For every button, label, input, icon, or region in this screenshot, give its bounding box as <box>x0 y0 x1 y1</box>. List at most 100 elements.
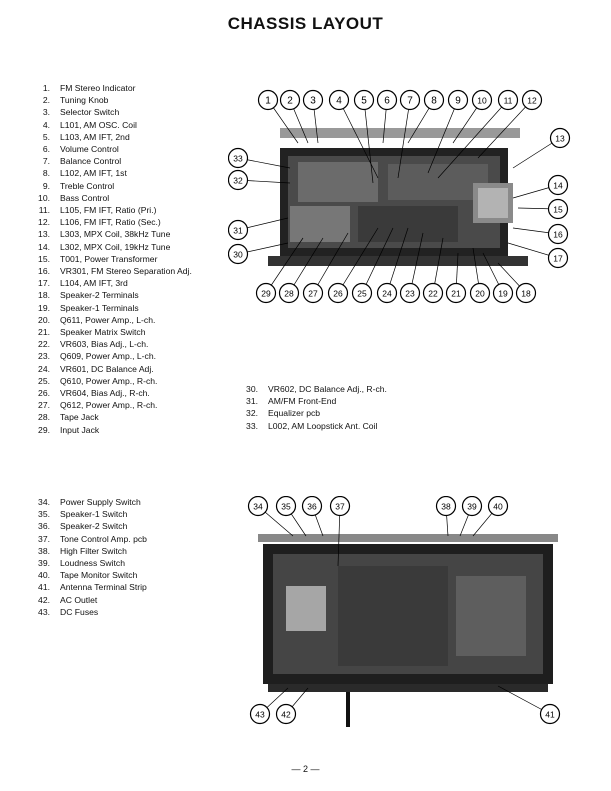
callout-circle <box>497 89 519 111</box>
callout-leader-line <box>338 99 379 179</box>
page-number: — 2 — <box>291 764 320 774</box>
parts-list-label: High Filter Switch <box>60 545 127 556</box>
callout-number: 35 <box>281 502 291 512</box>
callout-circle <box>275 496 297 517</box>
callout-circle <box>278 282 300 304</box>
parts-list-number: 3. <box>42 107 50 118</box>
parts-list-item: 29.Input Jack <box>28 424 192 436</box>
parts-list-label: T001, Power Transformer <box>60 253 158 264</box>
parts-list-item: 38.High Filter Switch <box>28 545 147 557</box>
parts-list-number: 11. <box>38 205 50 216</box>
parts-list-item: 22.VR603, Bias Adj., L-ch. <box>28 338 192 350</box>
callout-number: 3 <box>310 96 316 107</box>
parts-list-number: 37. <box>38 533 50 544</box>
parts-list-number: 27. <box>38 400 50 411</box>
parts-list-label: Treble Control <box>60 180 115 191</box>
parts-list-item: 1.FM Stereo Indicator <box>28 82 192 94</box>
parts-list-label: L104, AM IFT, 3rd <box>60 278 128 289</box>
parts-list-number: 28. <box>38 412 50 423</box>
parts-list-item: 14.L302, MPX Coil, 19kHz Tune <box>28 241 192 253</box>
parts-list-item: 36.Speaker-2 Switch <box>28 520 147 532</box>
parts-list-label: Equalizer pcb <box>268 408 321 419</box>
ac-cord-image <box>346 692 350 727</box>
parts-list-label: Q611, Power Amp., L-ch. <box>60 314 156 325</box>
parts-list-number: 13. <box>38 229 50 240</box>
callout-number: 4 <box>336 96 342 107</box>
parts-list-number: 22. <box>38 339 50 350</box>
parts-list-number: 15. <box>38 253 50 264</box>
callout-number: 33 <box>233 154 243 164</box>
parts-list-number: 18. <box>38 290 50 301</box>
callout-number: 11 <box>504 96 513 106</box>
parts-list-item: 15. T001, Power Transformer <box>28 253 192 265</box>
parts-list-item: 21.Speaker Matrix Switch <box>28 326 192 338</box>
parts-list-label: Selector Switch <box>60 107 120 118</box>
callout-number: 37 <box>335 502 345 512</box>
callout-leader-line <box>288 237 324 294</box>
parts-list-label: Speaker-1 Switch <box>60 509 128 520</box>
callout-circle <box>521 89 543 111</box>
parts-list-item: 28.Tape Jack <box>28 411 192 423</box>
callout-circle <box>376 89 398 111</box>
callout-number: 30 <box>233 250 243 260</box>
callout-circle <box>492 282 514 304</box>
parts-list-label: Tone Control Amp. pcb <box>60 533 147 544</box>
callout-number: 6 <box>384 96 390 107</box>
callout-number: 19 <box>498 289 508 299</box>
parts-list-item: 7.Balance Control <box>28 155 192 167</box>
parts-list-number: 16. <box>38 266 50 277</box>
callout-leader-line <box>361 227 394 294</box>
parts-list-number: 12. <box>38 217 50 228</box>
parts-list-label: Tuning Knob <box>60 95 109 106</box>
parts-list-label: Q612, Power Amp., R-ch. <box>60 400 158 411</box>
parts-list-number: 20. <box>38 314 50 325</box>
callout-leader-line <box>265 237 304 294</box>
callout-circle <box>461 496 483 517</box>
parts-list-label: AC Outlet <box>60 594 98 605</box>
callout-number: 17 <box>553 254 563 264</box>
parts-list-label: FM Stereo Indicator <box>60 83 136 93</box>
callout-circle <box>329 496 351 517</box>
parts-list-label: L303, MPX Coil, 38kHz Tune <box>60 229 171 240</box>
parts-list-item: 31.AM/FM Front-End <box>236 395 387 407</box>
parts-list-number: 23. <box>38 351 50 362</box>
parts-list-number: 7. <box>42 156 50 167</box>
parts-list-label: L105, FM IFT, Ratio (Pri.) <box>60 205 157 216</box>
callout-circle <box>549 127 571 149</box>
callout-leader-line <box>477 99 533 159</box>
callout-circle <box>328 89 350 111</box>
parts-list-item: 17.L104, AM IFT, 3rd <box>28 277 192 289</box>
callout-number: 25 <box>357 289 367 299</box>
callout-circle <box>249 703 271 725</box>
parts-list-label: Power Supply Switch <box>60 497 141 507</box>
parts-list-number: 39. <box>38 558 50 569</box>
parts-list-item: 5.L103, AM IFT, 2nd <box>28 131 192 143</box>
parts-list-label: Tape Monitor Switch <box>60 570 138 581</box>
callout-circle <box>228 147 249 169</box>
parts-list-item: 2.Tuning Knob <box>28 94 192 106</box>
parts-list-label: Loudness Switch <box>60 558 125 569</box>
transformer-image <box>286 586 326 631</box>
callout-circle <box>547 174 569 196</box>
callout-circle <box>302 89 324 111</box>
callout-circle <box>447 89 469 111</box>
parts-list-item: 41.Antenna Terminal Strip <box>28 581 147 593</box>
callout-number: 21 <box>451 289 461 299</box>
parts-list-number: 35. <box>38 509 50 520</box>
parts-list-label: L106, FM IFT, Ratio (Sec.) <box>60 217 161 228</box>
callout-number: 34 <box>253 502 263 512</box>
parts-list-label: Q609, Power Amp., L-ch. <box>60 351 157 362</box>
callout-number: 15 <box>553 205 563 215</box>
parts-list-label: VR602, DC Balance Adj., R-ch. <box>268 384 387 394</box>
callout-circle <box>228 243 249 265</box>
callout-number: 13 <box>555 134 565 144</box>
callout-circle <box>469 282 491 304</box>
callout-circle <box>353 89 375 111</box>
parts-list-number: 5. <box>42 131 50 142</box>
callout-leader-line <box>337 227 379 294</box>
